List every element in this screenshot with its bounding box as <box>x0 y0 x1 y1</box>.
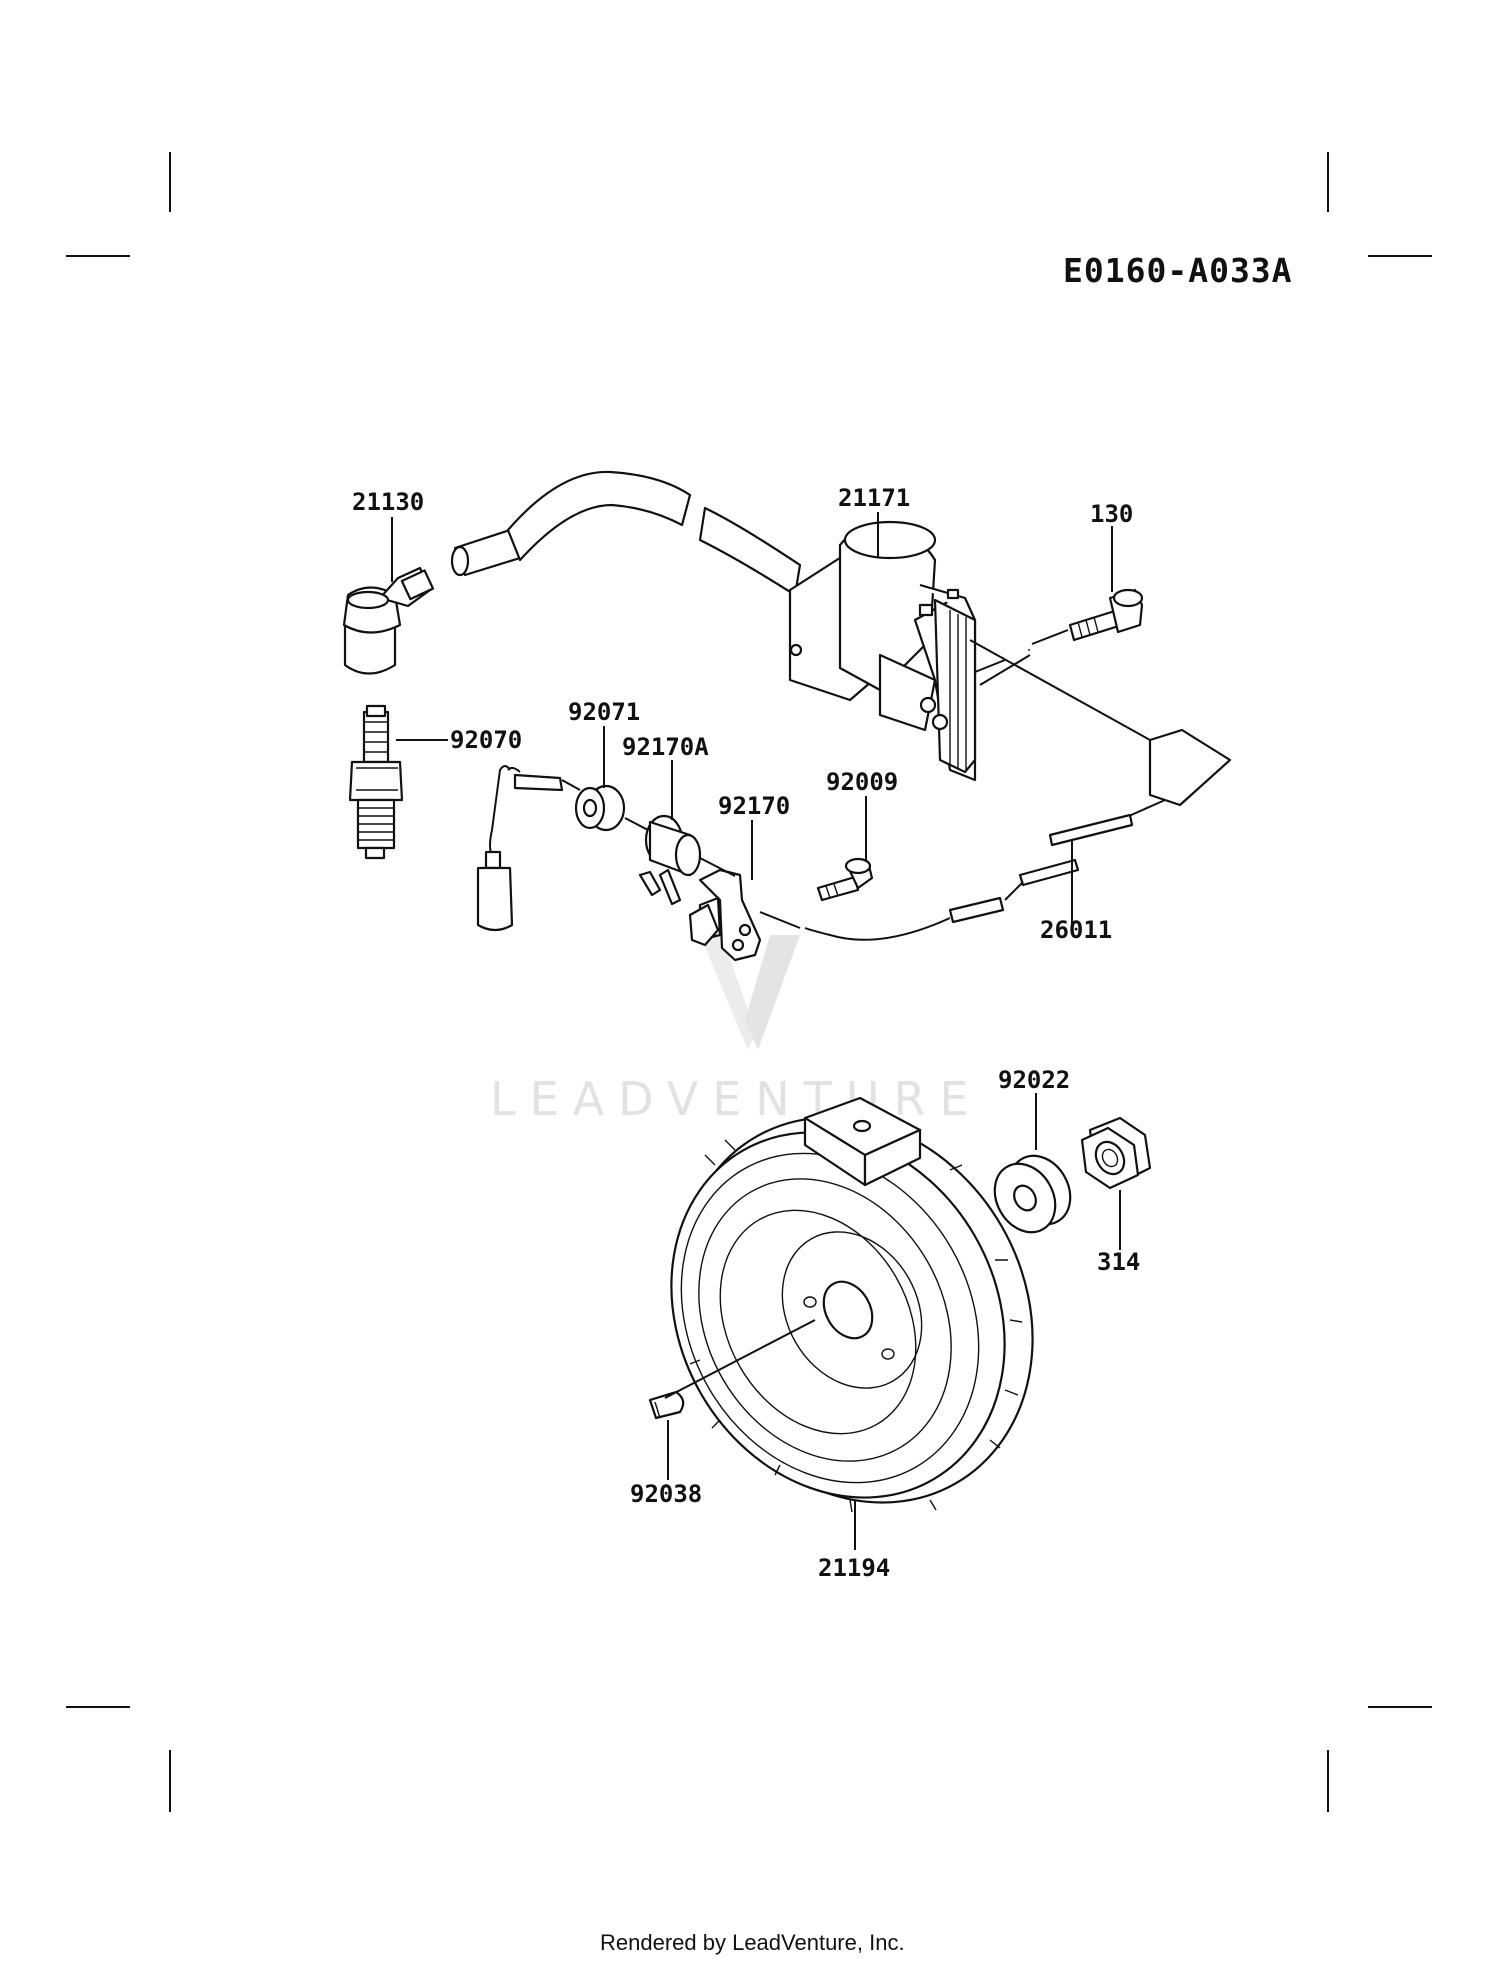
part-92071-grommet <box>574 784 626 832</box>
label-26011: 26011 <box>1040 916 1112 944</box>
label-130: 130 <box>1090 500 1133 528</box>
label-92071: 92071 <box>568 698 640 726</box>
part-21130-plug-cap <box>342 566 435 675</box>
label-92170A: 92170A <box>622 733 709 761</box>
part-314-nut <box>1080 1116 1152 1190</box>
leadventure-watermark: LEADVENTURE <box>490 935 983 1126</box>
crop-marks <box>66 152 1432 1812</box>
label-21194: 21194 <box>818 1554 890 1582</box>
label-92022: 92022 <box>998 1066 1070 1094</box>
part-21171-ignition-coil <box>788 520 977 782</box>
label-21130: 21130 <box>352 488 424 516</box>
part-21194-flywheel <box>670 1096 1034 1513</box>
label-21171: 21171 <box>838 484 910 512</box>
label-92009: 92009 <box>826 768 898 796</box>
footer-credit: Rendered by LeadVenture, Inc. <box>600 1930 905 1955</box>
part-92009-screw <box>816 857 874 902</box>
label-314: 314 <box>1097 1248 1140 1276</box>
label-92170: 92170 <box>718 792 790 820</box>
part-92170-bracket <box>688 868 762 962</box>
part-92170A-clamp <box>638 814 702 906</box>
part-labels: 21130 21171 130 92070 92071 92170A 92170… <box>352 484 1140 1582</box>
label-92038: 92038 <box>630 1480 702 1508</box>
label-92070: 92070 <box>450 726 522 754</box>
part-21171-hightension-lead <box>450 470 802 597</box>
part-92038-key <box>648 1390 685 1420</box>
part-26011-ground-lead <box>804 639 1232 941</box>
part-92070-spark-plug <box>348 704 404 860</box>
diagram-code: E0160-A033A <box>1063 251 1293 290</box>
part-92022-washer <box>993 1154 1072 1234</box>
leader-lines <box>391 512 1121 1550</box>
part-92071-lead <box>476 765 564 932</box>
part-26011-dash <box>979 654 1031 686</box>
watermark-text: LEADVENTURE <box>490 1072 983 1126</box>
part-130-bolt <box>1068 588 1144 642</box>
